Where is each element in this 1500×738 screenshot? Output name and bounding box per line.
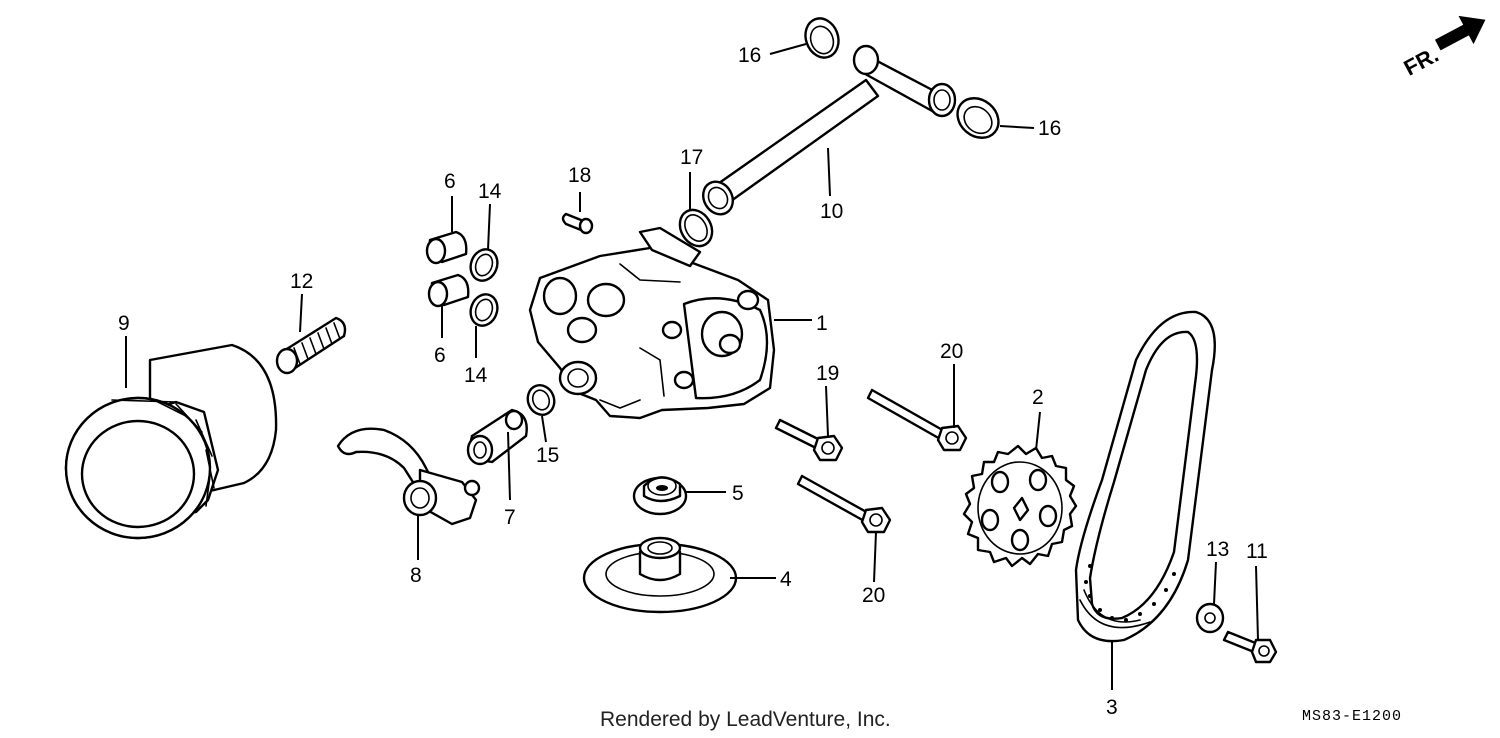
bolt-11-part[interactable] [1222,630,1278,664]
callout-joint-pipe: 7 [504,506,516,529]
diagram-code: MS83-E1200 [1302,708,1402,725]
callout-sprocket: 2 [1032,386,1044,409]
callout-ring-16-top: 16 [738,44,761,67]
oring-14-upper-part[interactable] [466,246,501,285]
collar-lower-part[interactable] [427,273,470,308]
oil-filter-part[interactable] [64,343,278,540]
bolt-19-part[interactable] [774,418,844,462]
strainer-plate-part[interactable] [582,536,738,614]
direction-label: FR. [1400,42,1443,81]
callout-oring-14-lower: 14 [464,364,488,387]
callout-dowel-18: 18 [568,164,591,187]
oil-pump-part[interactable] [528,226,776,420]
washer-part[interactable] [1195,602,1225,634]
oil-pipe-part[interactable] [697,44,957,220]
seal-cap-part[interactable] [632,476,688,516]
joint-pipe-part[interactable] [466,408,528,466]
callout-chain: 3 [1106,696,1118,719]
dowel-pin-part[interactable] [561,212,594,235]
bolt-20-lower-part[interactable] [796,474,892,534]
callout-collar-lower: 6 [434,344,446,367]
credit-text: Rendered by LeadVenture, Inc. [600,708,891,731]
leader-lines [125,43,1259,690]
callout-bolt-19: 19 [816,362,839,385]
callout-stud-12: 12 [290,270,313,293]
bolt-20-upper-part[interactable] [866,388,968,452]
collar-upper-part[interactable] [425,230,468,265]
callout-bolt-11: 11 [1246,540,1268,563]
ring-16-top-part[interactable] [800,14,844,63]
callout-collar-upper: 6 [444,170,456,193]
callout-oring-14-upper: 14 [478,180,502,203]
callout-bolt-20-lower: 20 [862,584,885,607]
callout-oil-pipe: 10 [820,200,843,223]
callout-ring-16-right: 16 [1038,117,1061,140]
oring-14-lower-part[interactable] [466,291,501,330]
chain-part[interactable] [1074,310,1216,643]
oring-17-part[interactable] [674,204,719,252]
sprocket-part[interactable] [962,444,1078,568]
callout-oil-filter: 9 [118,312,130,335]
callout-oring-15: 15 [536,444,559,467]
front-direction-indicator: FR. [1400,15,1486,81]
oring-15-part[interactable] [524,381,559,418]
callout-labels: 16 16 10 17 18 6 14 12 9 6 14 1 15 7 8 5… [118,44,1268,719]
direction-arrow-icon [1434,15,1486,51]
callout-washer-13: 13 [1206,538,1229,561]
callout-seal-cap: 5 [732,482,744,505]
callout-bolt-20-upper: 20 [940,340,963,363]
ring-16-right-part[interactable] [950,90,1007,146]
callout-oring-17: 17 [680,146,703,169]
strainer-part[interactable] [336,427,481,526]
callout-strainer-plate: 4 [780,568,792,591]
callout-oil-pump: 1 [816,312,828,335]
callout-strainer: 8 [410,564,422,587]
stud-part[interactable] [275,316,347,375]
